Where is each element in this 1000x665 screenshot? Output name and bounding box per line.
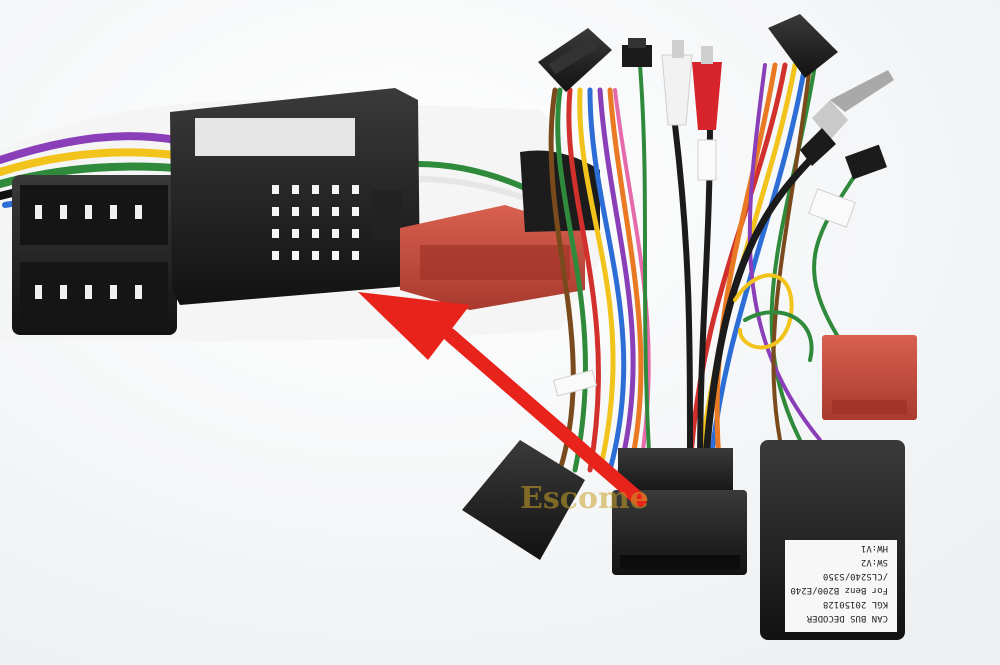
rca-plugs: [661, 40, 722, 130]
inset-zoom: [0, 88, 602, 342]
red-arrow: [358, 292, 647, 507]
connector-pin: [332, 185, 339, 194]
quadlock-connector: [170, 88, 420, 305]
connector-top-left: [538, 28, 612, 92]
connector-pin: [292, 207, 299, 216]
connector-pin: [292, 251, 299, 260]
connector-pin: [272, 229, 279, 238]
decoder-label-line: For Benz B200/E240: [790, 585, 888, 595]
connector-pin: [272, 251, 279, 260]
harness-wires: [548, 62, 867, 474]
small-plug-right: [844, 144, 888, 180]
connector-pin: [312, 229, 319, 238]
connector-bottom-left: [462, 440, 585, 560]
connector-pin: [312, 185, 319, 194]
connector-pin: [292, 229, 299, 238]
decoder-label-line: /CLS240/S350: [823, 571, 888, 581]
connector-pin: [312, 251, 319, 260]
wire-labels: [552, 139, 856, 397]
connector-pin: [332, 251, 339, 260]
red-iso-connector: [822, 335, 917, 420]
connector-pin: [272, 207, 279, 216]
antenna-plug: [800, 70, 894, 166]
connector-top-right: [768, 14, 838, 78]
connector-pin: [352, 251, 359, 260]
iso-connector-left: [12, 175, 177, 335]
connector-pin: [352, 229, 359, 238]
decoder-label-line: KGL 20150128: [823, 599, 888, 609]
decoder-label-line: SW:V2: [861, 557, 888, 567]
decoder-label-sticker: [785, 540, 897, 632]
small-plug-top: [622, 38, 652, 67]
connector-pin: [312, 207, 319, 216]
connector-pin: [352, 185, 359, 194]
connector-pin: [292, 185, 299, 194]
connector-pin: [352, 207, 359, 216]
connector-pin: [332, 229, 339, 238]
connector-pin: [332, 207, 339, 216]
connector-bottom-center: [612, 448, 747, 575]
decoder-label-line: HW:V1: [861, 543, 888, 553]
connector-pin: [272, 185, 279, 194]
canbus-decoder: CAN BUS DECODER KGL 20150128 For Benz B200…: [760, 440, 905, 640]
watermark-text: Escome: [520, 481, 649, 516]
decoder-label-line: CAN BUS DECODER: [806, 613, 888, 623]
